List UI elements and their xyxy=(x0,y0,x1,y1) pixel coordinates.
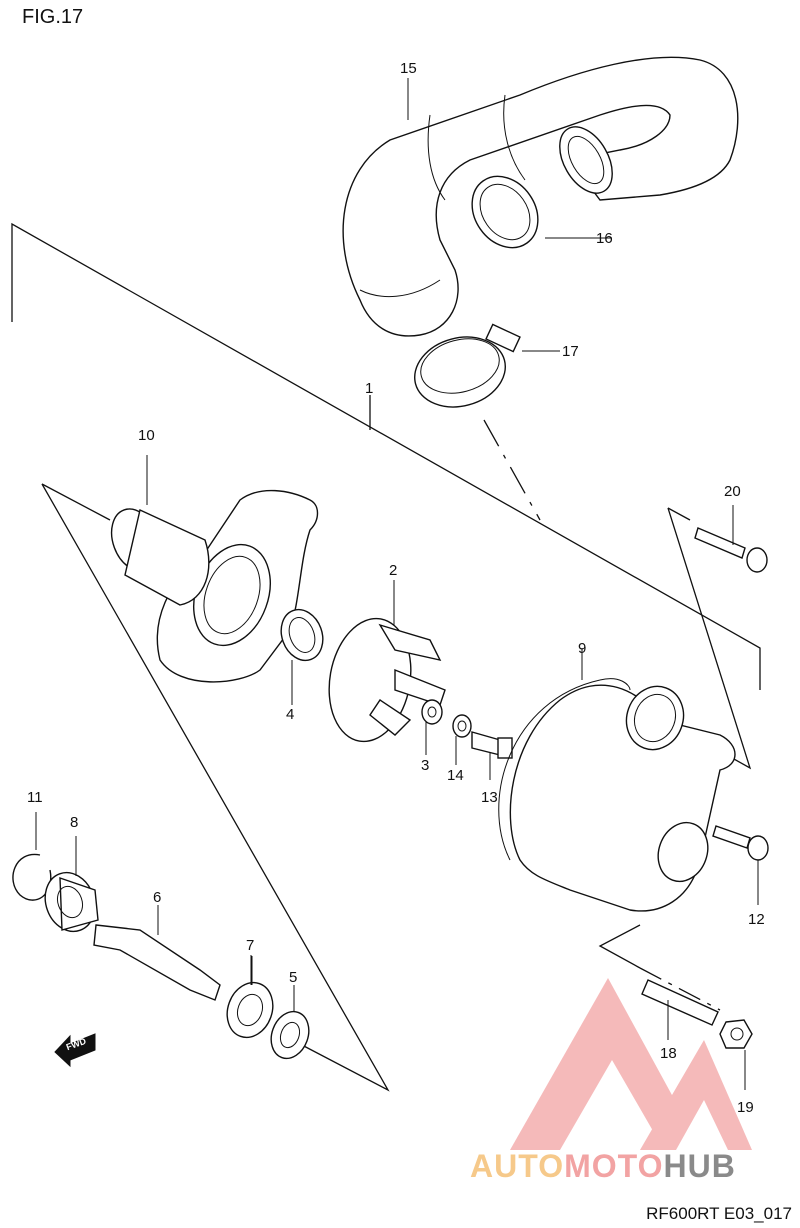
impeller xyxy=(328,580,446,743)
leader-lines xyxy=(250,78,409,985)
radiator-hose xyxy=(342,56,739,337)
watermark-part-auto: AUTO xyxy=(470,1148,565,1184)
callout-20: 20 xyxy=(724,483,741,500)
pump-housing-inlet xyxy=(110,455,319,683)
callout-17: 17 xyxy=(562,343,579,360)
oil-seal xyxy=(270,985,310,1060)
callout-18: 18 xyxy=(660,1045,677,1062)
washer xyxy=(421,699,443,755)
callout-10: 10 xyxy=(138,427,155,444)
pump-shaft xyxy=(93,905,221,1001)
cover-bolt-lower xyxy=(712,825,769,905)
callout-11: 11 xyxy=(27,789,43,806)
assembly-bracket-lines xyxy=(11,222,761,1092)
fwd-arrow-icon xyxy=(54,1033,96,1068)
watermark-part-hub: HUB xyxy=(663,1148,736,1184)
footer-code: RF600RT E03_017 xyxy=(646,1204,792,1223)
stud-bolt xyxy=(641,979,719,1040)
callout-13: 13 xyxy=(481,789,498,806)
o-ring-washer xyxy=(452,714,472,765)
watermark-logo-icon xyxy=(510,978,752,1150)
callout-15: 15 xyxy=(400,60,417,77)
callout-6: 6 xyxy=(153,889,162,906)
nut xyxy=(719,1019,753,1090)
hose-clamp-lower xyxy=(414,323,560,408)
callout-14: 14 xyxy=(447,767,464,784)
callout-1: 1 xyxy=(365,380,374,397)
callout-12: 12 xyxy=(748,911,765,928)
bearing-inner xyxy=(226,956,274,1039)
circlip xyxy=(12,812,52,901)
mechanical-seal xyxy=(280,608,324,705)
cover-bolt-upper xyxy=(694,505,768,573)
impeller-bolt xyxy=(471,731,513,780)
hose-clamp-upper xyxy=(471,175,612,249)
callout-7: 7 xyxy=(246,937,255,954)
callout-8: 8 xyxy=(70,814,79,831)
watermark-part-moto: MOTO xyxy=(564,1148,664,1184)
pump-cover xyxy=(498,648,736,912)
callout-4: 4 xyxy=(286,706,295,723)
bearing-outer xyxy=(44,836,99,933)
callout-2: 2 xyxy=(389,562,398,579)
callout-3: 3 xyxy=(421,757,430,774)
watermark-text: AUTOMOTOHUB xyxy=(470,1148,736,1185)
callout-16: 16 xyxy=(596,230,613,247)
callout-19: 19 xyxy=(737,1099,754,1116)
callout-9: 9 xyxy=(578,640,587,657)
callout-5: 5 xyxy=(289,969,298,986)
figure-title: FIG.17 xyxy=(22,6,84,28)
